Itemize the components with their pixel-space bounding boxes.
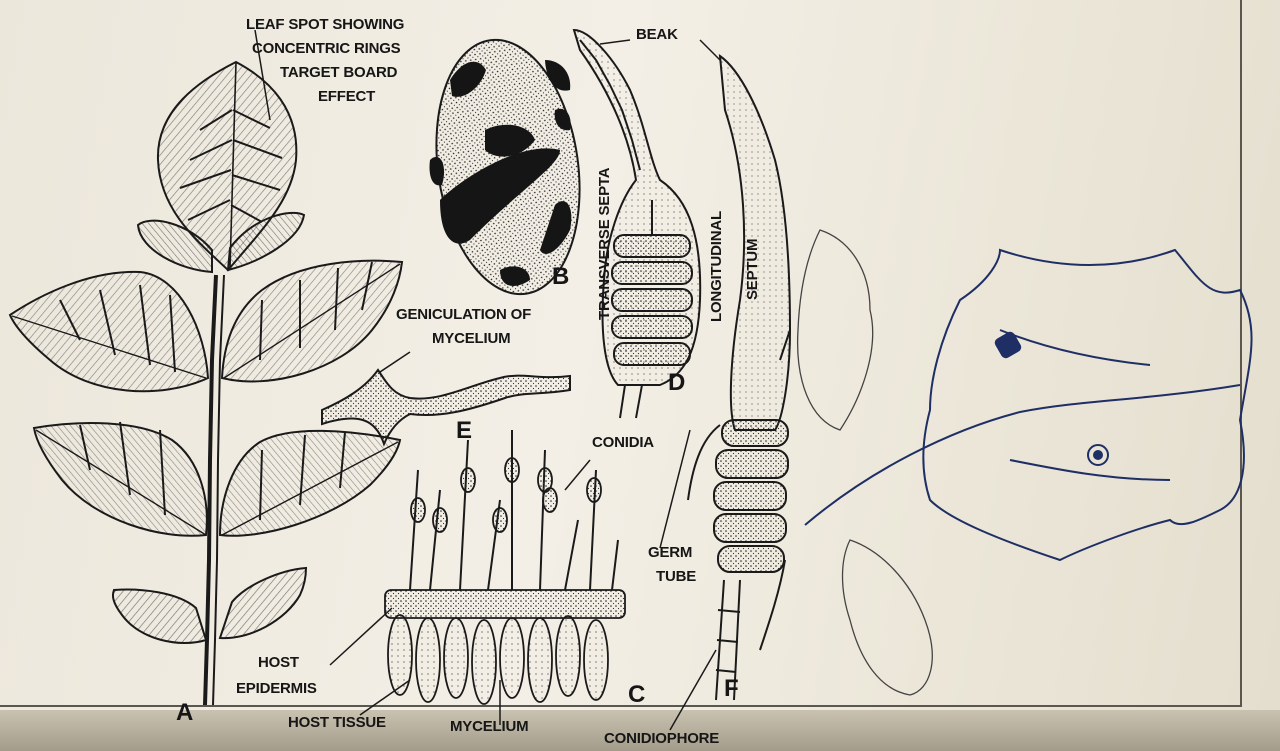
- label-geniculation-line1: GENICULATION OF: [396, 306, 531, 323]
- figure-letter-d: D: [668, 370, 685, 396]
- conidium-d: [574, 30, 700, 418]
- label-germ-line1: GERM: [648, 544, 692, 561]
- figure-letter-f: F: [724, 676, 739, 702]
- figure-letter-c: C: [628, 682, 645, 708]
- host-tissue-c: [385, 430, 625, 704]
- label-leaf-spot-line1: LEAF SPOT SHOWING: [246, 16, 404, 33]
- label-host-epidermis-line2: EPIDERMIS: [236, 680, 317, 697]
- label-leaf-spot-line4: EFFECT: [318, 88, 375, 105]
- leaf-branch-a: [10, 62, 402, 705]
- label-host-tissue: HOST TISSUE: [288, 714, 386, 731]
- label-geniculation-line2: MYCELIUM: [432, 330, 510, 347]
- label-conidia: CONIDIA: [592, 434, 654, 451]
- label-longitudinal-line1: LONGITUDINAL: [708, 211, 725, 322]
- label-beak: BEAK: [636, 26, 678, 43]
- label-leaf-spot-line2: CONCENTRIC RINGS: [252, 40, 400, 57]
- label-longitudinal-line2: SEPTUM: [744, 239, 761, 300]
- figure-letter-e: E: [456, 418, 472, 444]
- label-mycelium: MYCELIUM: [450, 718, 528, 735]
- label-host-epidermis-line1: HOST: [258, 654, 299, 671]
- pen-leaf-sketch: [798, 230, 1252, 695]
- label-leaf-spot-line3: TARGET BOARD: [280, 64, 397, 81]
- figure-letter-b: B: [552, 264, 569, 290]
- label-conidiophore: CONIDIOPHORE: [604, 730, 719, 747]
- label-transverse-septa: TRANSVERSE SEPTA: [596, 168, 613, 320]
- figure-letter-a: A: [176, 700, 193, 726]
- label-germ-line2: TUBE: [656, 568, 696, 585]
- conidium-chain-f: [688, 56, 790, 700]
